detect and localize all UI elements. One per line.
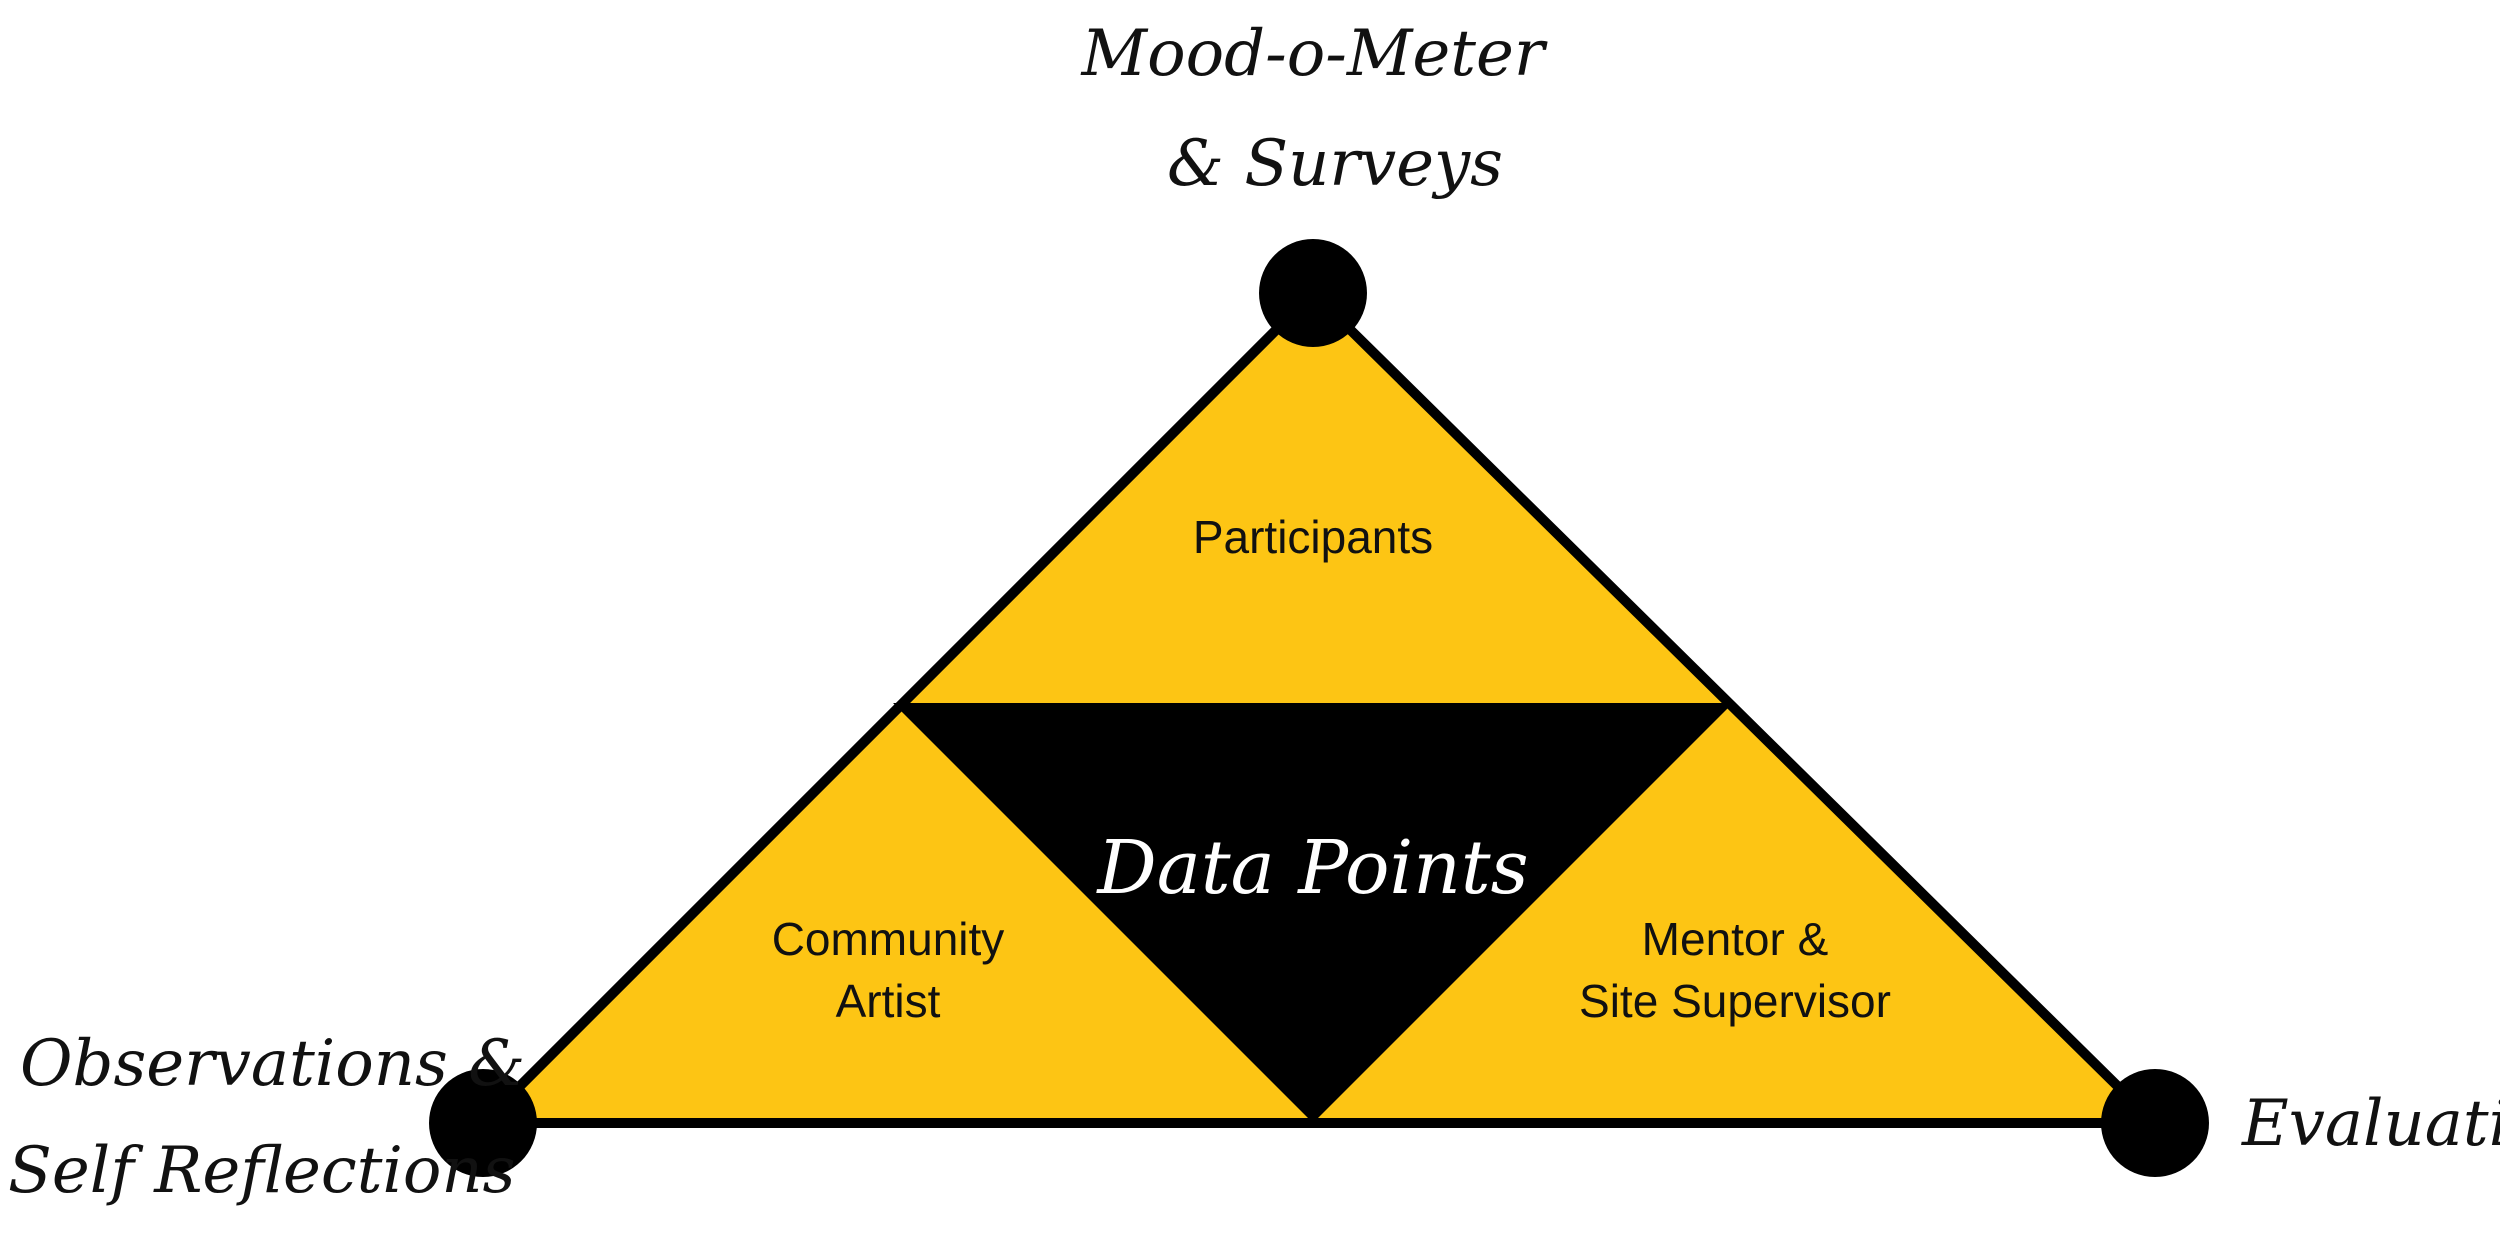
vertex-label-right: Evaluation	[2241, 1087, 2500, 1161]
center-inverted-triangle	[893, 703, 1733, 1123]
vertex-label-left-line2: Self Reflections	[8, 1134, 515, 1208]
section-label-community-artist-line1: Community	[772, 913, 1005, 965]
section-label-mentor-line2: Site Supervisor	[1579, 975, 1891, 1027]
vertex-dot-right	[2101, 1069, 2209, 1177]
vertex-label-left-line1: Observations &	[20, 1027, 525, 1101]
section-label-mentor-line1: Mentor &	[1642, 913, 1829, 965]
center-label-data-points: Data Points	[1095, 825, 1528, 911]
vertex-dot-top	[1259, 239, 1367, 347]
section-label-participants: Participants	[1193, 511, 1433, 563]
vertex-label-top-line1: Mood-o-Meter	[1081, 17, 1548, 91]
section-label-community-artist-line2: Artist	[836, 975, 941, 1027]
vertex-label-top-line2: & Surveys	[1167, 127, 1503, 201]
vertex-dot-left	[429, 1069, 537, 1177]
